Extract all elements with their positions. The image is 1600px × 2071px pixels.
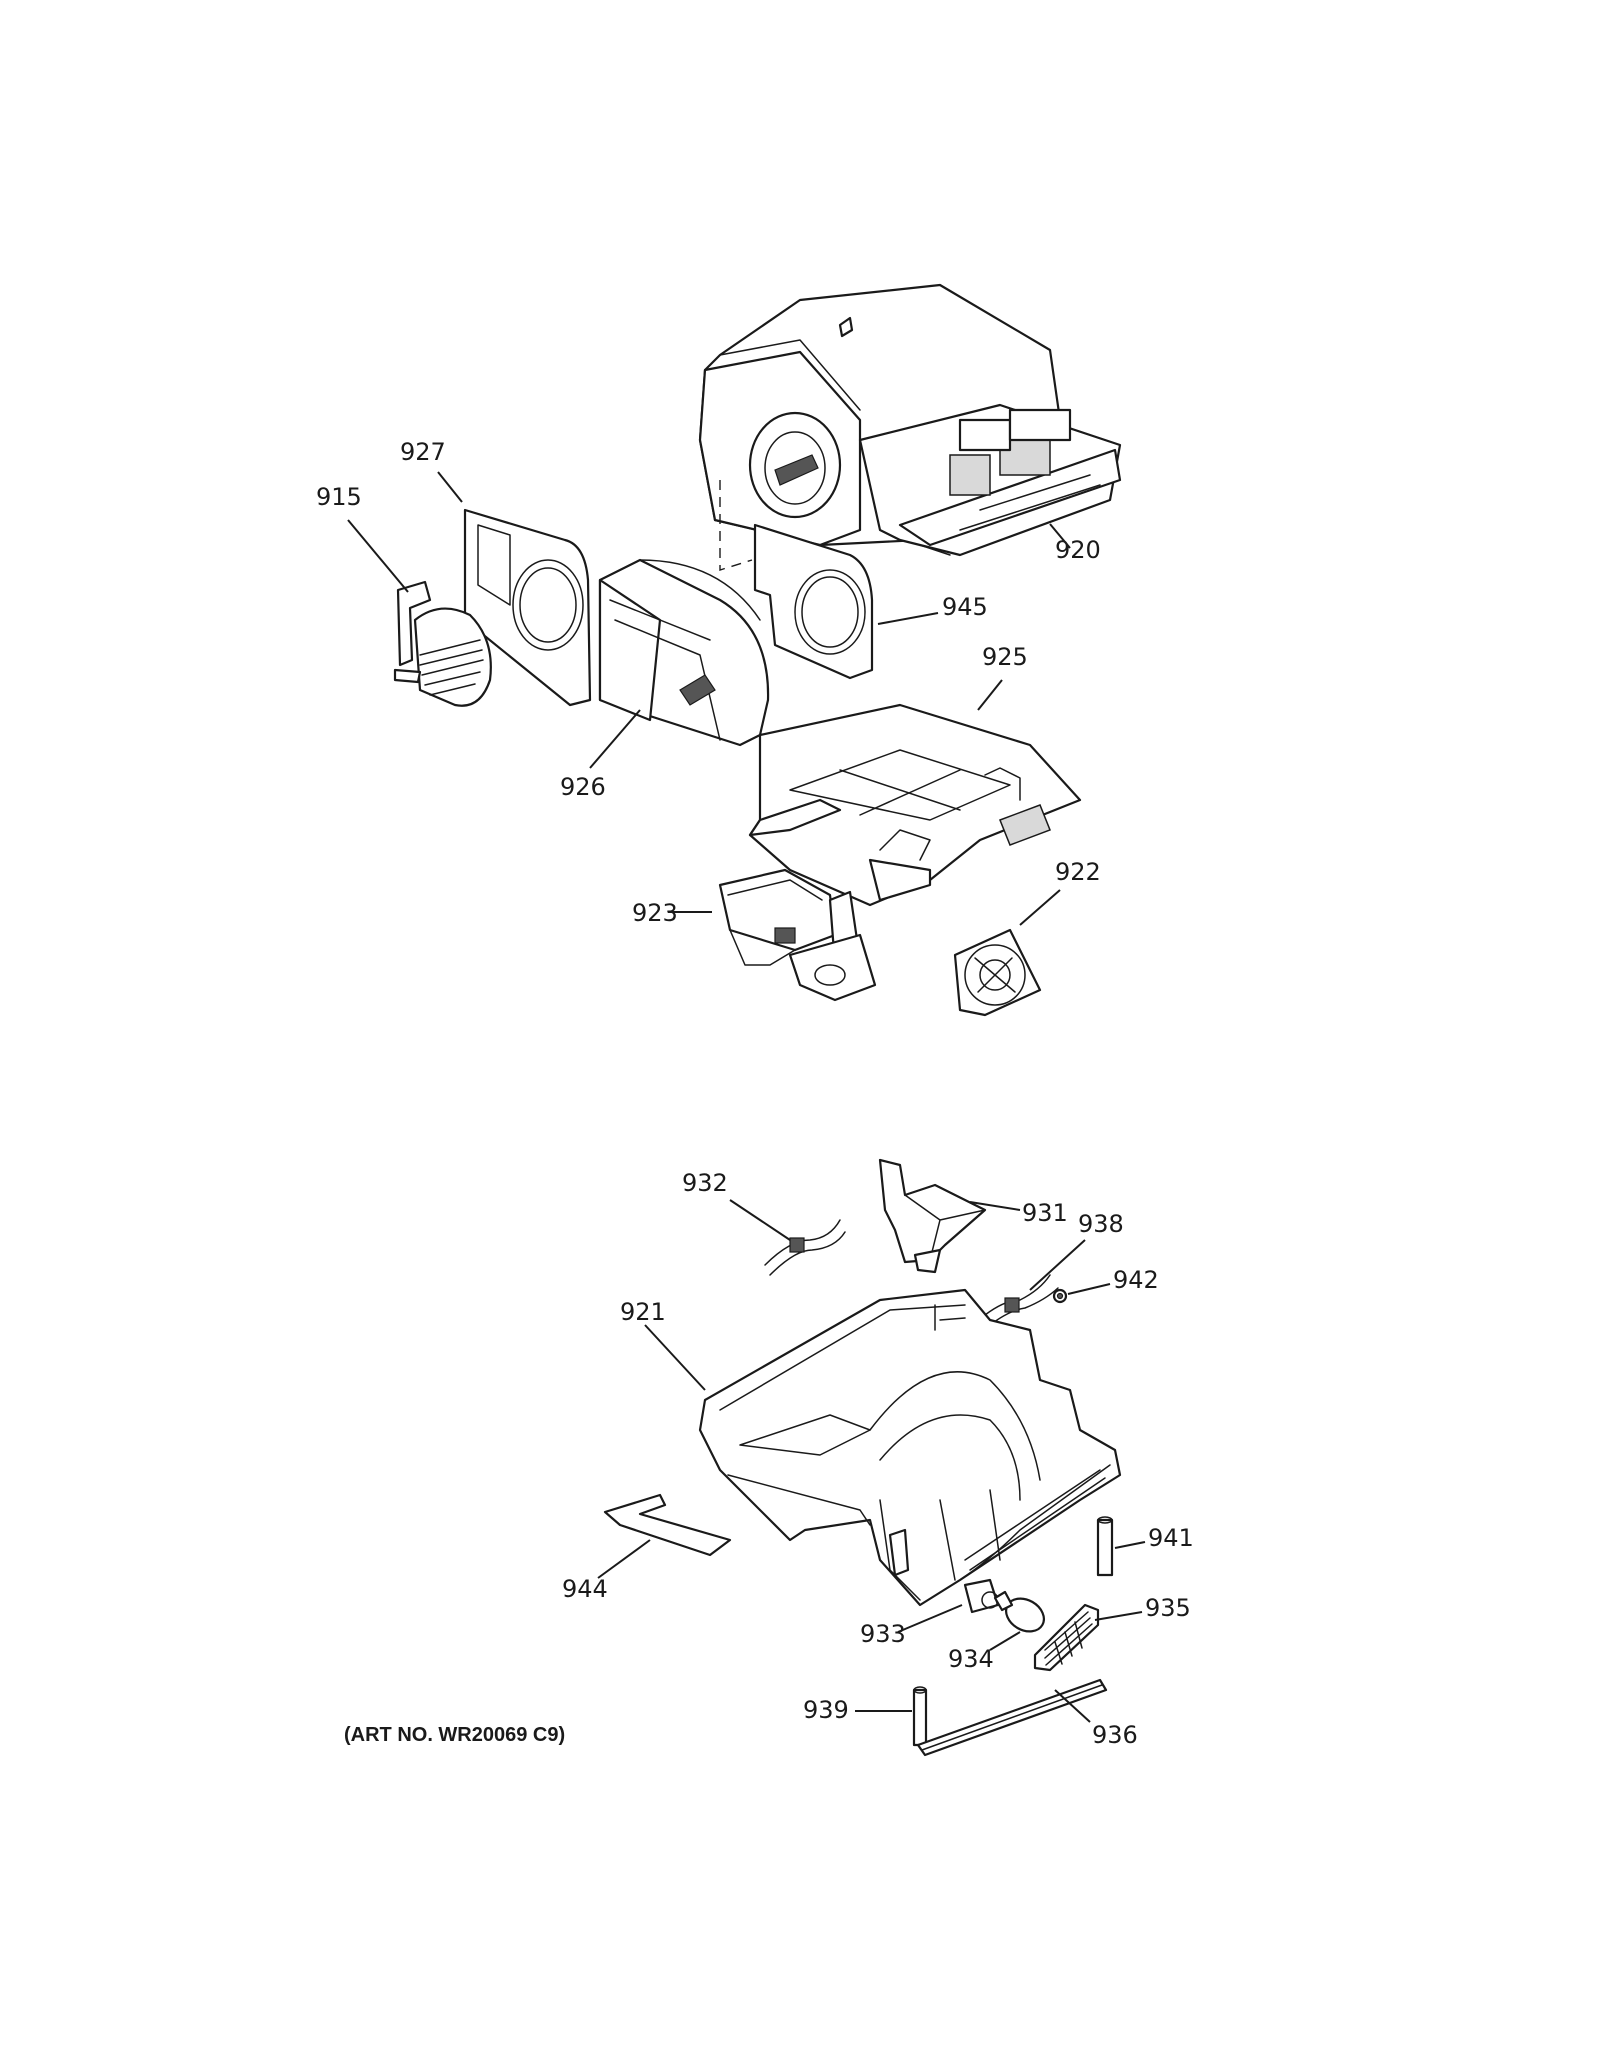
part-925-tray — [748, 703, 1082, 907]
leader-922 — [1019, 889, 1061, 926]
part-932-harness — [764, 1219, 846, 1276]
callout-915: 915 — [316, 483, 362, 511]
callout-920: 920 — [1055, 536, 1101, 564]
part-921-bin — [698, 1288, 1122, 1607]
callout-938: 938 — [1078, 1210, 1124, 1238]
part-926-duct — [598, 558, 770, 747]
callout-932: 932 — [682, 1169, 728, 1197]
part-915-damper — [393, 580, 492, 707]
alignment-line-945 — [719, 480, 753, 571]
callout-926: 926 — [560, 773, 606, 801]
part-934-bulb — [993, 1590, 1045, 1633]
callout-927: 927 — [400, 438, 446, 466]
leader-942 — [1067, 1283, 1111, 1295]
part-939-post — [912, 1686, 928, 1747]
callout-945: 945 — [942, 593, 988, 621]
part-931-bracket — [878, 1158, 987, 1274]
leader-926 — [589, 709, 641, 769]
part-933-socket — [963, 1578, 1000, 1614]
callout-923: 923 — [632, 899, 678, 927]
leader-921 — [644, 1324, 706, 1391]
leader-944 — [597, 1539, 651, 1579]
part-944-shim — [603, 1493, 732, 1557]
part-945-gasket — [753, 523, 874, 680]
leader-933 — [897, 1604, 963, 1633]
callout-941: 941 — [1148, 1524, 1194, 1552]
callout-939: 939 — [803, 1696, 849, 1724]
callout-944: 944 — [562, 1575, 608, 1603]
leader-932 — [729, 1199, 791, 1241]
callout-935: 935 — [1145, 1594, 1191, 1622]
part-927-gasket — [463, 508, 592, 707]
leader-945 — [877, 612, 939, 625]
callout-942: 942 — [1113, 1266, 1159, 1294]
part-922-fan — [953, 928, 1042, 1017]
part-938-harness — [984, 1274, 1059, 1326]
callout-936: 936 — [1092, 1721, 1138, 1749]
callout-933: 933 — [860, 1620, 906, 1648]
part-941-post — [1096, 1516, 1114, 1577]
leader-920 — [1049, 523, 1071, 549]
callout-925: 925 — [982, 643, 1028, 671]
leader-935 — [1094, 1611, 1143, 1621]
part-935-grille — [1033, 1603, 1100, 1672]
callout-922: 922 — [1055, 858, 1101, 886]
leader-927 — [437, 471, 463, 503]
callout-931: 931 — [1022, 1199, 1068, 1227]
callout-921: 921 — [620, 1298, 666, 1326]
callout-934: 934 — [948, 1645, 994, 1673]
art-number-label: (ART NO. WR20069 C9) — [344, 1724, 565, 1746]
part-936-strip — [916, 1678, 1108, 1757]
part-920-housing — [698, 283, 1122, 557]
leader-941 — [1114, 1541, 1146, 1549]
leader-931 — [969, 1201, 1021, 1211]
leader-936 — [1054, 1689, 1091, 1723]
part-942-nut — [1052, 1288, 1068, 1304]
leader-925 — [977, 679, 1003, 711]
leader-915 — [347, 519, 409, 593]
leader-938 — [1029, 1239, 1086, 1291]
leader-934 — [989, 1631, 1021, 1651]
part-923-motor — [718, 868, 877, 1002]
